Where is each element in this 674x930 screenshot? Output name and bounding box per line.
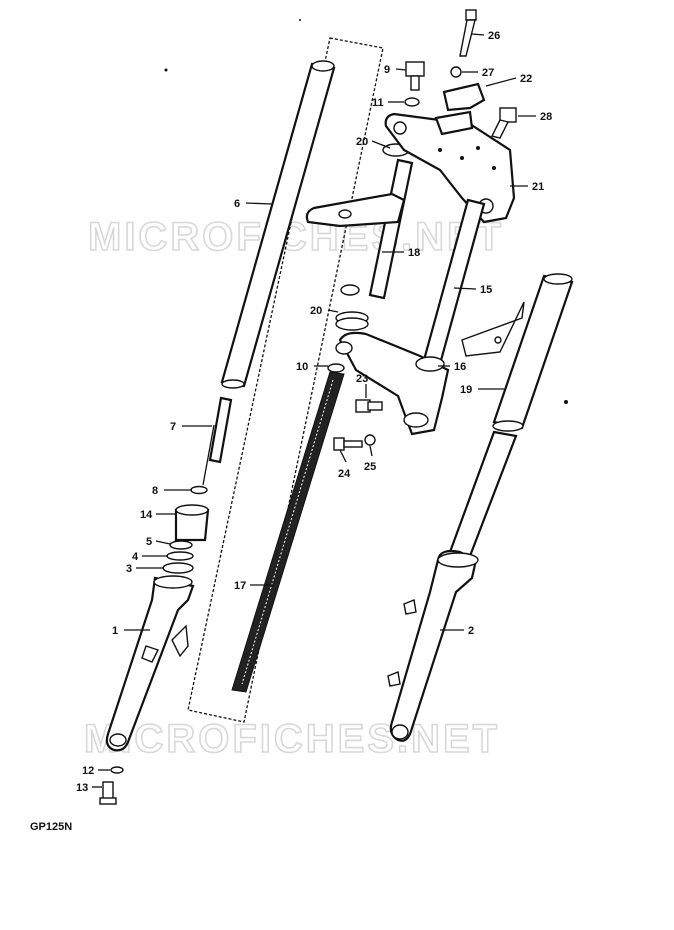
spring-seat <box>327 363 345 373</box>
callout-25: 25 <box>364 461 376 473</box>
oil-seal-set <box>162 540 194 574</box>
callout-6: 6 <box>234 198 240 210</box>
watermark-top: MICROFICHES.NET <box>88 215 504 259</box>
callout-4: 4 <box>132 551 139 563</box>
long-bolt <box>459 9 477 57</box>
callout-14: 14 <box>140 509 153 521</box>
washer <box>404 97 420 107</box>
outer-tube-left <box>105 575 195 752</box>
callout-23: 23 <box>356 373 368 385</box>
callout-10: 10 <box>296 361 308 373</box>
scan-speck <box>164 68 168 72</box>
callout-11: 11 <box>372 97 384 109</box>
callout-3: 3 <box>126 563 132 575</box>
callout-27: 27 <box>482 67 494 79</box>
callout-28: 28 <box>540 111 552 123</box>
callout-8: 8 <box>152 485 158 497</box>
lower-bracket <box>335 331 450 436</box>
callout-16: 16 <box>454 361 466 373</box>
callout-20-upper: 20 <box>356 136 368 148</box>
steering-bearing-lower <box>335 311 369 331</box>
scan-speck <box>564 400 568 404</box>
callout-13: 13 <box>76 782 88 794</box>
steering-stem <box>305 158 414 300</box>
handlebar-holder <box>434 82 486 136</box>
drain-bolt-set <box>99 766 124 805</box>
right-fork-tube <box>461 273 574 432</box>
stem-bolt <box>405 61 425 91</box>
model-code: GP125N <box>30 821 72 833</box>
nut <box>450 66 462 78</box>
clamp-bolt-lower <box>333 437 363 451</box>
callout-15: 15 <box>480 284 492 296</box>
outer-tube-right <box>387 430 518 742</box>
fork-spring <box>231 371 345 693</box>
leader-lines <box>92 33 536 788</box>
callout-9: 9 <box>384 64 390 76</box>
fork-tube <box>220 60 336 389</box>
callout-2: 2 <box>468 625 474 637</box>
lock-washer <box>364 434 376 446</box>
callout-20-lower: 20 <box>310 305 322 317</box>
callout-22: 22 <box>520 73 532 85</box>
upper-bracket <box>384 112 516 224</box>
callout-12: 12 <box>82 765 94 777</box>
callout-5: 5 <box>146 536 152 548</box>
callout-17: 17 <box>234 580 246 592</box>
callout-21: 21 <box>532 181 544 193</box>
holder-bolt <box>490 107 517 139</box>
callout-26: 26 <box>488 30 500 42</box>
damper-rod <box>190 396 233 495</box>
callout-18: 18 <box>408 247 420 259</box>
callout-24: 24 <box>338 468 351 480</box>
callout-19: 19 <box>460 384 472 396</box>
callout-1: 1 <box>112 625 118 637</box>
oil-lock-piece <box>174 504 210 542</box>
scan-speck <box>299 19 301 21</box>
assembly-outline <box>187 37 384 723</box>
callout-7: 7 <box>170 421 176 433</box>
clamp-bolt-upper <box>355 399 383 413</box>
watermark-bottom: MICROFICHES.NET <box>84 717 500 761</box>
